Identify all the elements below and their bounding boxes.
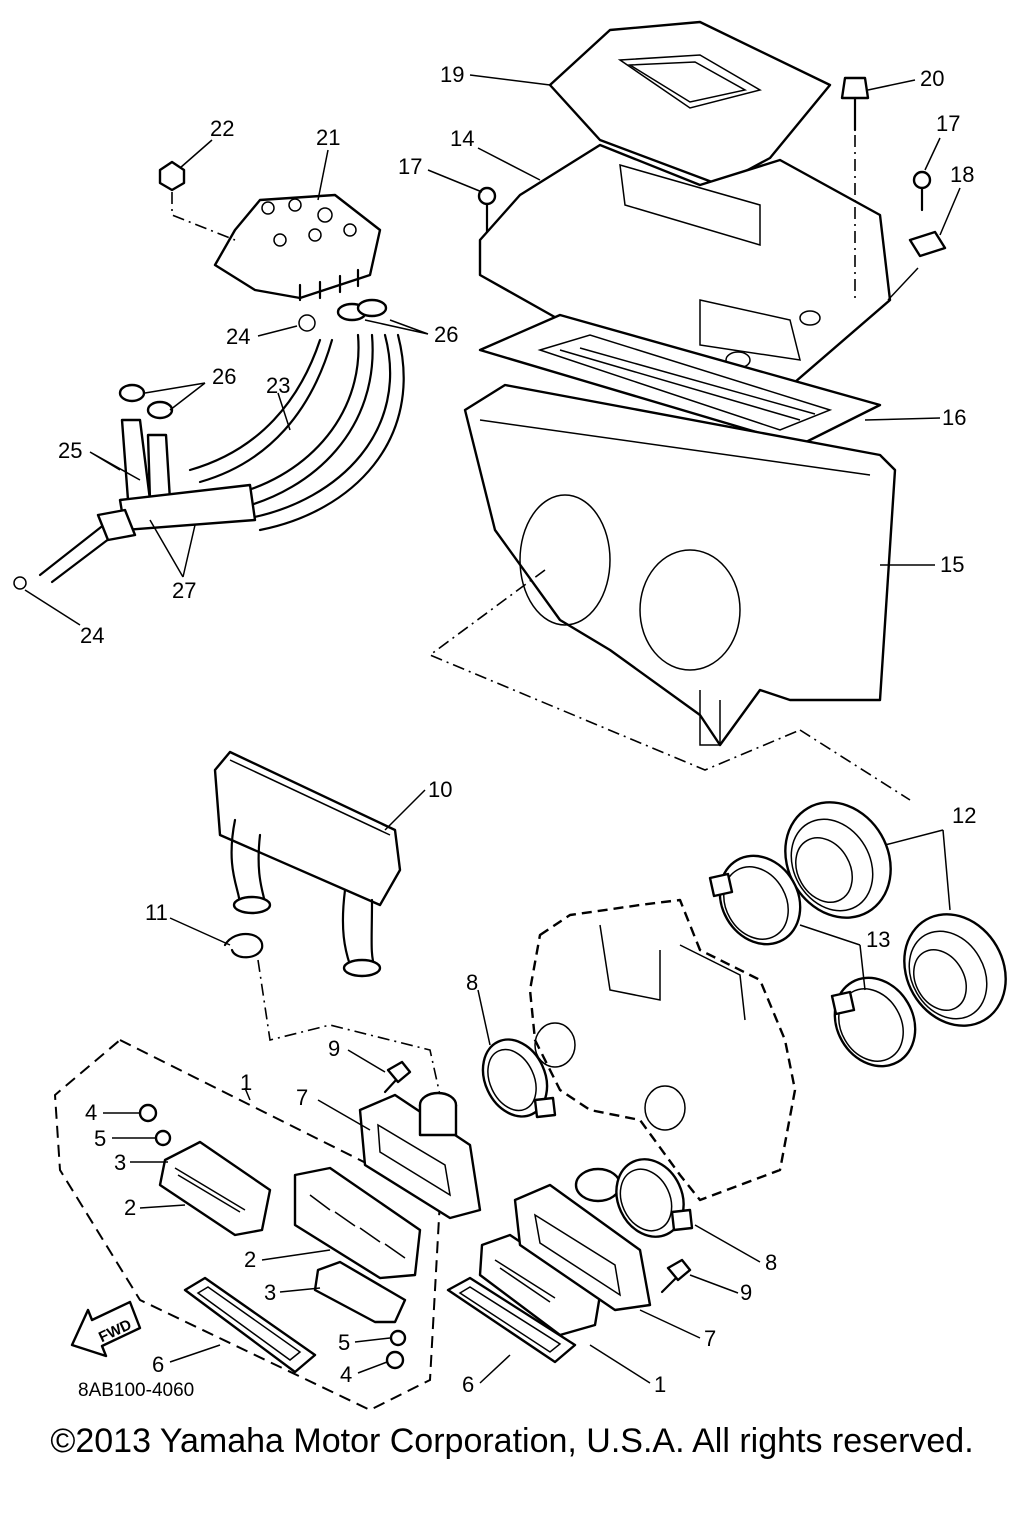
exploded-view-drawing: FWD [13,20,1007,1412]
part-8-band-right [615,1158,694,1238]
part-26-clamps-upper [336,298,388,322]
callout-2-lower: 2 [244,1247,256,1272]
callout-8-lower: 8 [765,1250,777,1275]
callout-18: 18 [950,162,974,187]
callout-1-lower: 1 [654,1372,666,1397]
part-27-hose [38,508,137,584]
part-26-clamps-lower [118,383,174,420]
callout-27: 27 [172,578,196,603]
part-9-bolt-left [383,1060,412,1094]
callout-6-left: 6 [152,1352,164,1377]
part-18-clip [908,230,947,258]
callout-20: 20 [920,66,944,91]
callout-26-lower: 26 [212,364,236,389]
part-25-hose-joint [118,418,257,532]
part-6-gasket-right [446,1276,577,1364]
callout-6-right: 6 [462,1372,474,1397]
part-4-screw-right [385,1350,405,1370]
part-6-gasket-left [183,1276,317,1374]
callout-8-upper: 8 [466,970,478,995]
part-4-screw-left [138,1103,158,1123]
part-2-reed-upper [158,1140,272,1237]
part-9-bolt-right [660,1258,692,1294]
callout-22: 22 [210,116,234,141]
copyright-notice: ©2013 Yamaha Motor Corporation, U.S.A. A… [50,1422,974,1460]
part-12-joint-upper [784,801,892,919]
part-13-band-lower [830,976,917,1068]
callout-4-upper: 4 [85,1100,97,1125]
part-17-screw-left [477,186,497,234]
diagram-code: 8AB100-4060 [78,1380,195,1401]
callout-7-lower: 7 [704,1326,716,1351]
part-17-screw-right [912,170,932,212]
part-12-joint-lower [903,913,1007,1027]
callout-4-lower: 4 [340,1362,352,1387]
part-13-band-upper [708,854,802,946]
part-21-fuel-pump [213,193,382,302]
part-5-washer-left [154,1129,172,1147]
callout-16: 16 [942,405,966,430]
alignment-line-silencer [257,959,441,1096]
part-1-group-outline [53,1038,442,1412]
part-5-washer-right [389,1329,407,1347]
part-7-carb-joint-left [358,1091,482,1220]
part-23-fuel-hoses [188,333,405,532]
part-19-filter-cover [548,20,832,187]
callout-numbers: 19 20 14 17 17 18 16 15 21 22 24 26 26 2… [58,62,976,1397]
part-24-clip-lower [13,576,27,590]
part-22-nut [158,160,236,241]
callout-9-lower: 9 [740,1280,752,1305]
callout-3-lower: 3 [264,1280,276,1305]
callout-3-upper: 3 [114,1150,126,1175]
part-7-carb-joint-right [513,1167,652,1312]
callout-24-lower: 24 [80,623,104,648]
part-2-reed-middle [293,1166,422,1280]
callout-24-upper: 24 [226,324,250,349]
alignment-line-case [428,569,801,771]
callout-13: 13 [866,927,890,952]
callout-19: 19 [440,62,464,87]
callout-15: 15 [940,552,964,577]
callout-23: 23 [266,373,290,398]
callout-11: 11 [145,900,168,925]
callout-7-upper: 7 [296,1085,308,1110]
callout-9-upper: 9 [328,1036,340,1061]
part-15-case-body [463,383,897,747]
fwd-arrow-icon: FWD [70,1300,142,1358]
part-11-clip [223,932,264,959]
engine-outline [528,898,797,1202]
callout-25: 25 [58,438,82,463]
leader-lines [24,74,961,1384]
callout-26-upper: 26 [434,322,458,347]
callout-14: 14 [450,126,474,151]
part-10-intake-silencer [213,750,402,978]
callout-1-upper: 1 [240,1070,252,1095]
callout-2-upper: 2 [124,1195,136,1220]
callout-5-lower: 5 [338,1330,350,1355]
callout-17-right: 17 [936,111,960,136]
callout-21: 21 [316,125,340,150]
callout-12: 12 [952,803,976,828]
part-14-case-cover [478,143,892,397]
callout-10: 10 [428,777,452,802]
part-3-stopper-middle [313,1260,407,1324]
part-16-filter-element [478,313,882,447]
alignment-line-joint [799,729,911,801]
part-20-bolt [840,76,870,300]
part-1-reed-valve-right [478,1233,602,1337]
callout-5-upper: 5 [94,1126,106,1151]
part-8-band-left [481,1038,557,1119]
callout-17-left: 17 [398,154,422,179]
part-24-clip-upper [298,314,316,332]
